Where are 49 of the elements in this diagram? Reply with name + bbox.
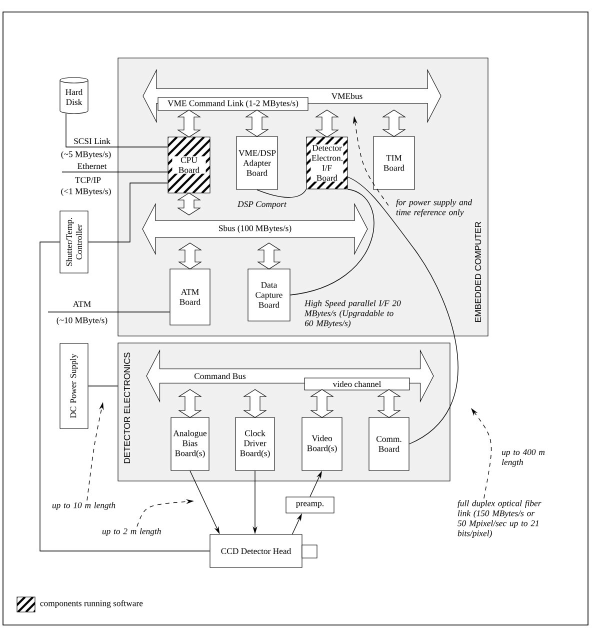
link-label: (<1 MBytes/s) [61,188,111,196]
edge-label: High Speed parallel I/F 20 MBytes/s (Upgradable to 60 MBytes/s) [304,300,401,328]
bus-connector-arrow [177,110,201,138]
board-box: Analogue Bias Board(s) [170,417,210,471]
label-box: video channel [304,378,410,390]
bus-connector-arrow [382,110,406,137]
connector-line [66,113,168,148]
connector-line [290,188,374,296]
bus-connector-arrow [257,242,281,270]
bus-connector-arrow [245,110,269,137]
disk-cylinder: Hard Disk [60,77,88,114]
unit-box: Shutter/Temp. Controller [60,210,88,274]
link-label: Ethernet [78,162,107,170]
board-box: TIM Board [373,136,415,190]
bus-connector-arrow [178,389,202,418]
board-box: CPU Board [168,136,210,194]
edge-label: DSP Comport [237,201,287,209]
note-text: for power supply and time reference only [396,199,472,217]
unit-box: DC Power Supply [60,343,88,429]
board-box: Comm. Board [368,417,410,471]
bus-connector-arrow [243,389,267,418]
note-text: up to 2 m length [102,528,161,536]
note-text: full duplex optical fiber link (150 MBytes/s or 50 Mpixel/sec up to 21 bits/pixel) [458,500,542,538]
connector-line [40,242,210,552]
legend-text: components running software [40,600,143,608]
board-box: Detector Electron. I/F Board [306,136,348,190]
bus-connector-arrow [315,110,339,138]
link-label: (~10 MByte/s) [56,317,108,325]
link-label: SCSI Link [74,138,110,144]
bus-connector-arrow [177,192,201,216]
bus-connector-arrow [377,389,401,418]
bus-connector-arrow [310,389,334,418]
label-box: CCD Detector Head [210,534,302,568]
label-box: VME Command Link (1-2 MBytes/s) [158,97,308,111]
board-box: Clock Driver Board(s) [235,417,275,471]
link-label: ATM [72,301,91,307]
bus-connector-arrow [178,242,202,270]
note-text: up to 400 m length [502,449,545,467]
board-box: ATM Board [170,268,210,326]
board-box: Video Board(s) [302,417,342,471]
connector-line [347,176,458,444]
board-box: Data Capture Board [248,268,290,322]
note-text: up to 10 m length [52,502,116,510]
connector-line [88,182,168,242]
board-box: VME/DSP Adapter Board [236,136,278,190]
link-label: TCP/IP [75,177,101,183]
link-label: (~5 MBytes/s) [61,151,111,159]
label-box: preamp. [286,496,334,514]
connector-line [256,188,307,198]
